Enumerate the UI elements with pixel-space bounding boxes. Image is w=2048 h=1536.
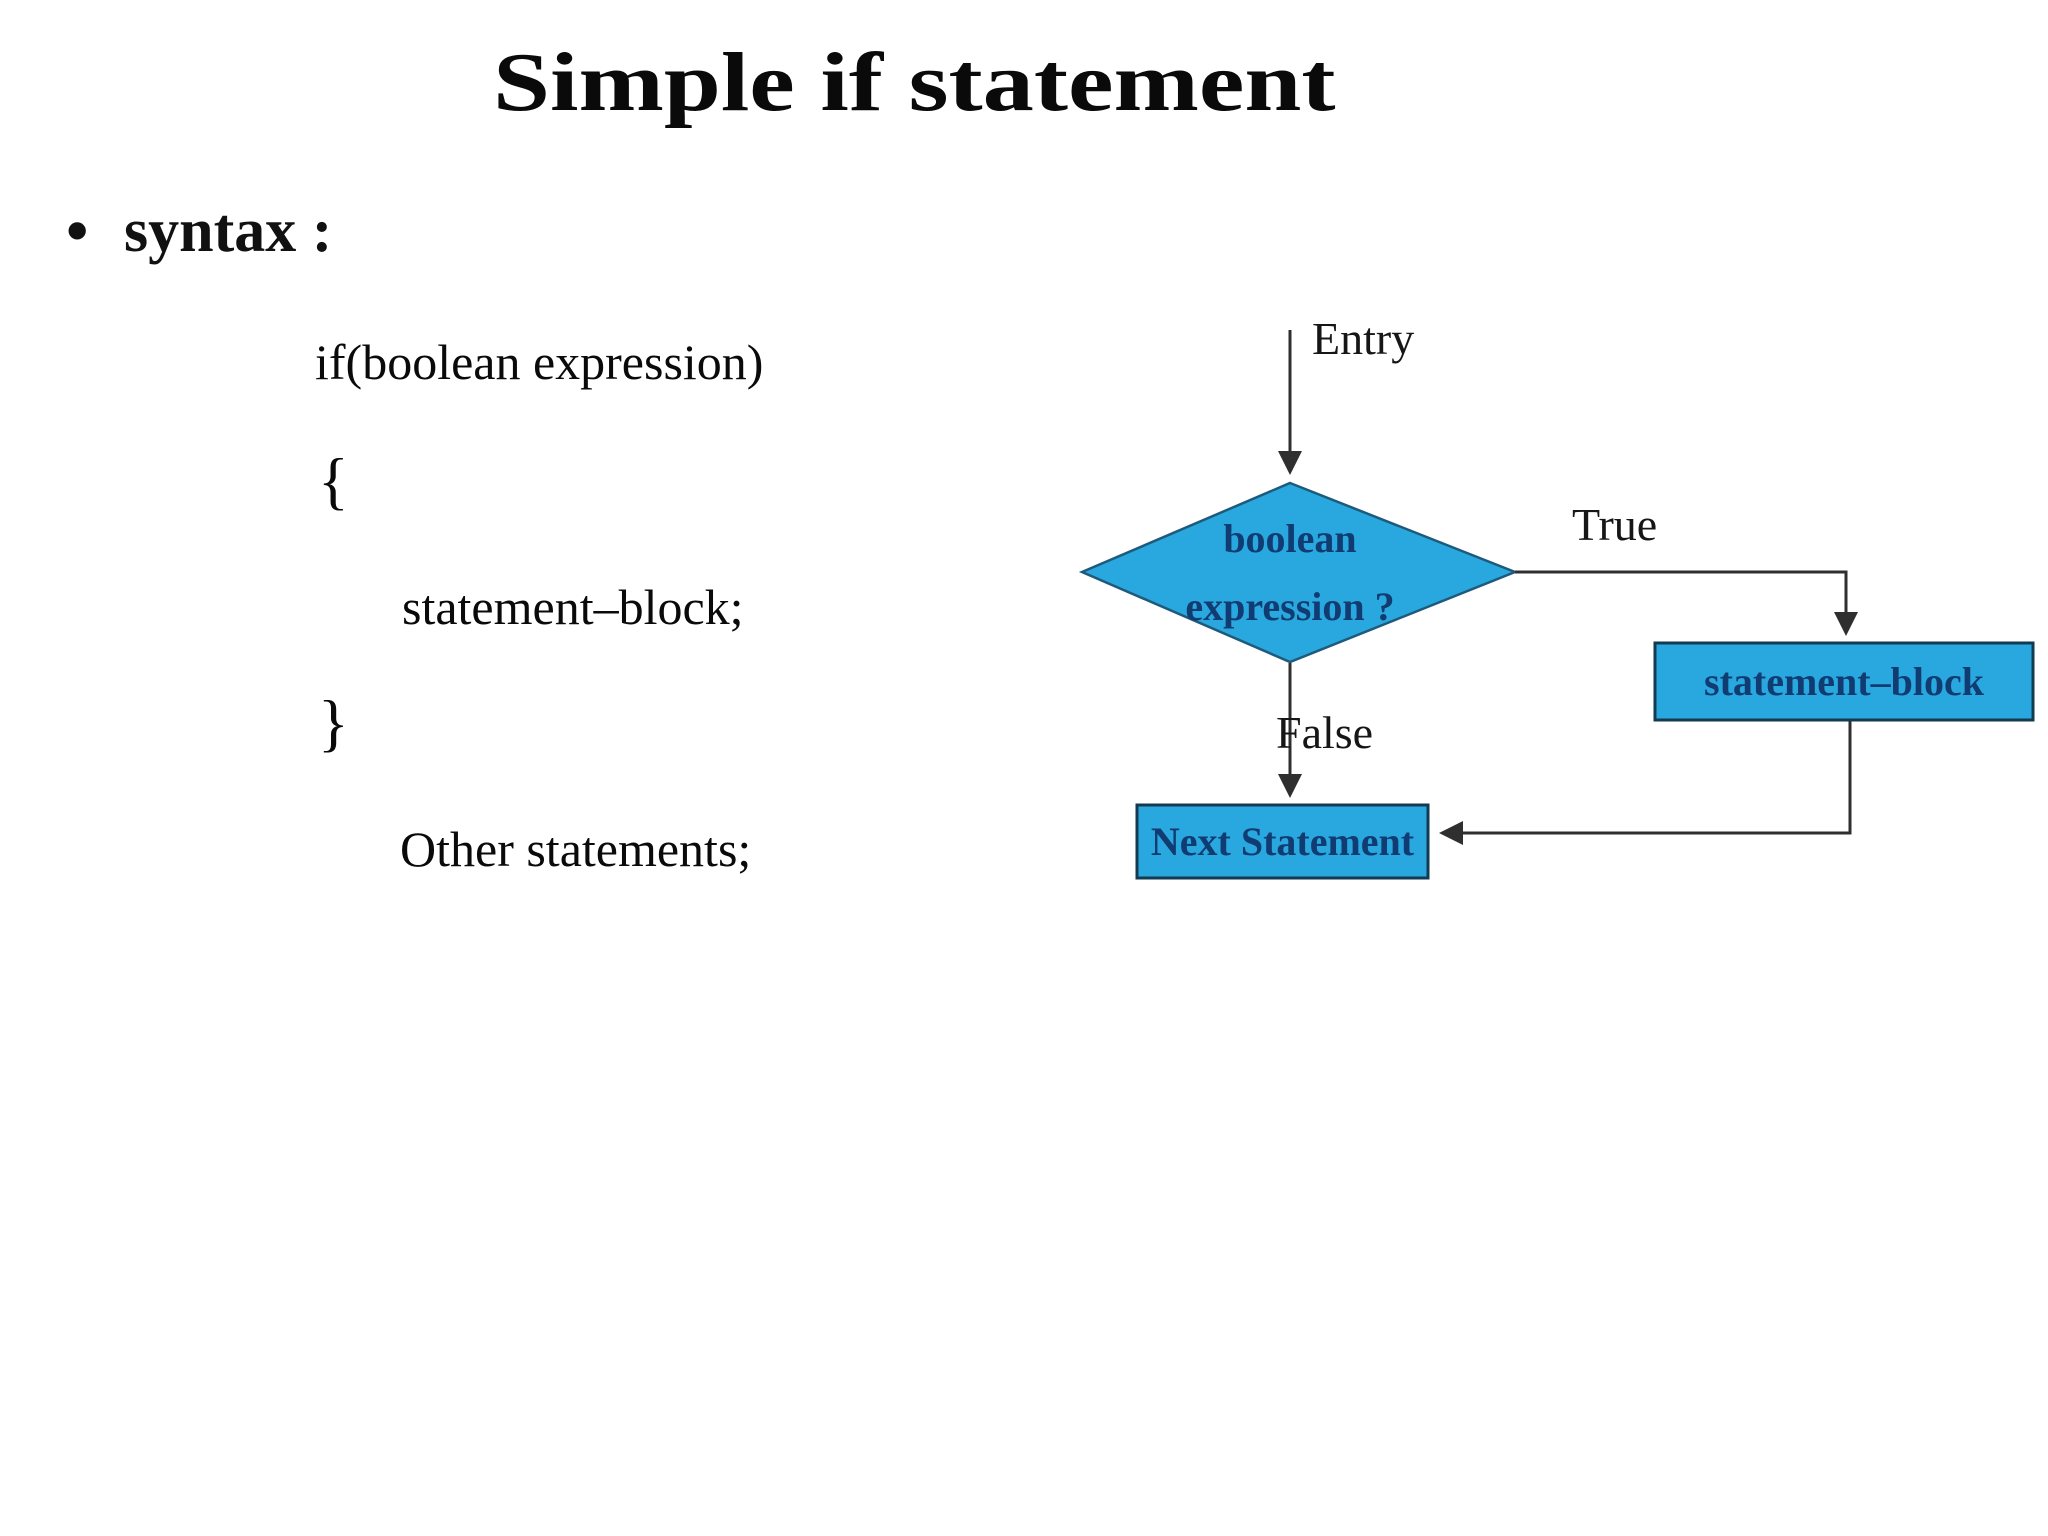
code-line-close-brace: } (318, 687, 349, 758)
code-line-open-brace: { (318, 445, 349, 516)
code-line-if: if(boolean expression) (315, 334, 764, 390)
true-path-arrow (1515, 570, 1858, 636)
false-label: False (1276, 707, 1374, 758)
code-line-other-statements: Other statements; (400, 821, 752, 877)
statement-block-label: statement–block (1704, 659, 1984, 704)
return-path-arrow (1439, 721, 1852, 845)
decision-diamond (1078, 481, 1519, 664)
next-statement-label: Next Statement (1150, 819, 1415, 864)
entry-label: Entry (1312, 313, 1415, 364)
next-statement-node (1135, 803, 1430, 880)
code-line-statement-block: statement–block; (402, 579, 744, 635)
bullet-marker: • (66, 195, 89, 266)
decision-label: boolean expression ? (1100, 500, 1480, 645)
page-title: Simple if statement (493, 36, 1336, 129)
decision-label-line2: expression ? (1185, 583, 1395, 629)
true-label: True (1572, 499, 1658, 550)
syntax-heading: syntax : (124, 197, 333, 265)
statement-block-node (1653, 641, 2035, 722)
decision-label-line1: boolean (1223, 515, 1357, 561)
